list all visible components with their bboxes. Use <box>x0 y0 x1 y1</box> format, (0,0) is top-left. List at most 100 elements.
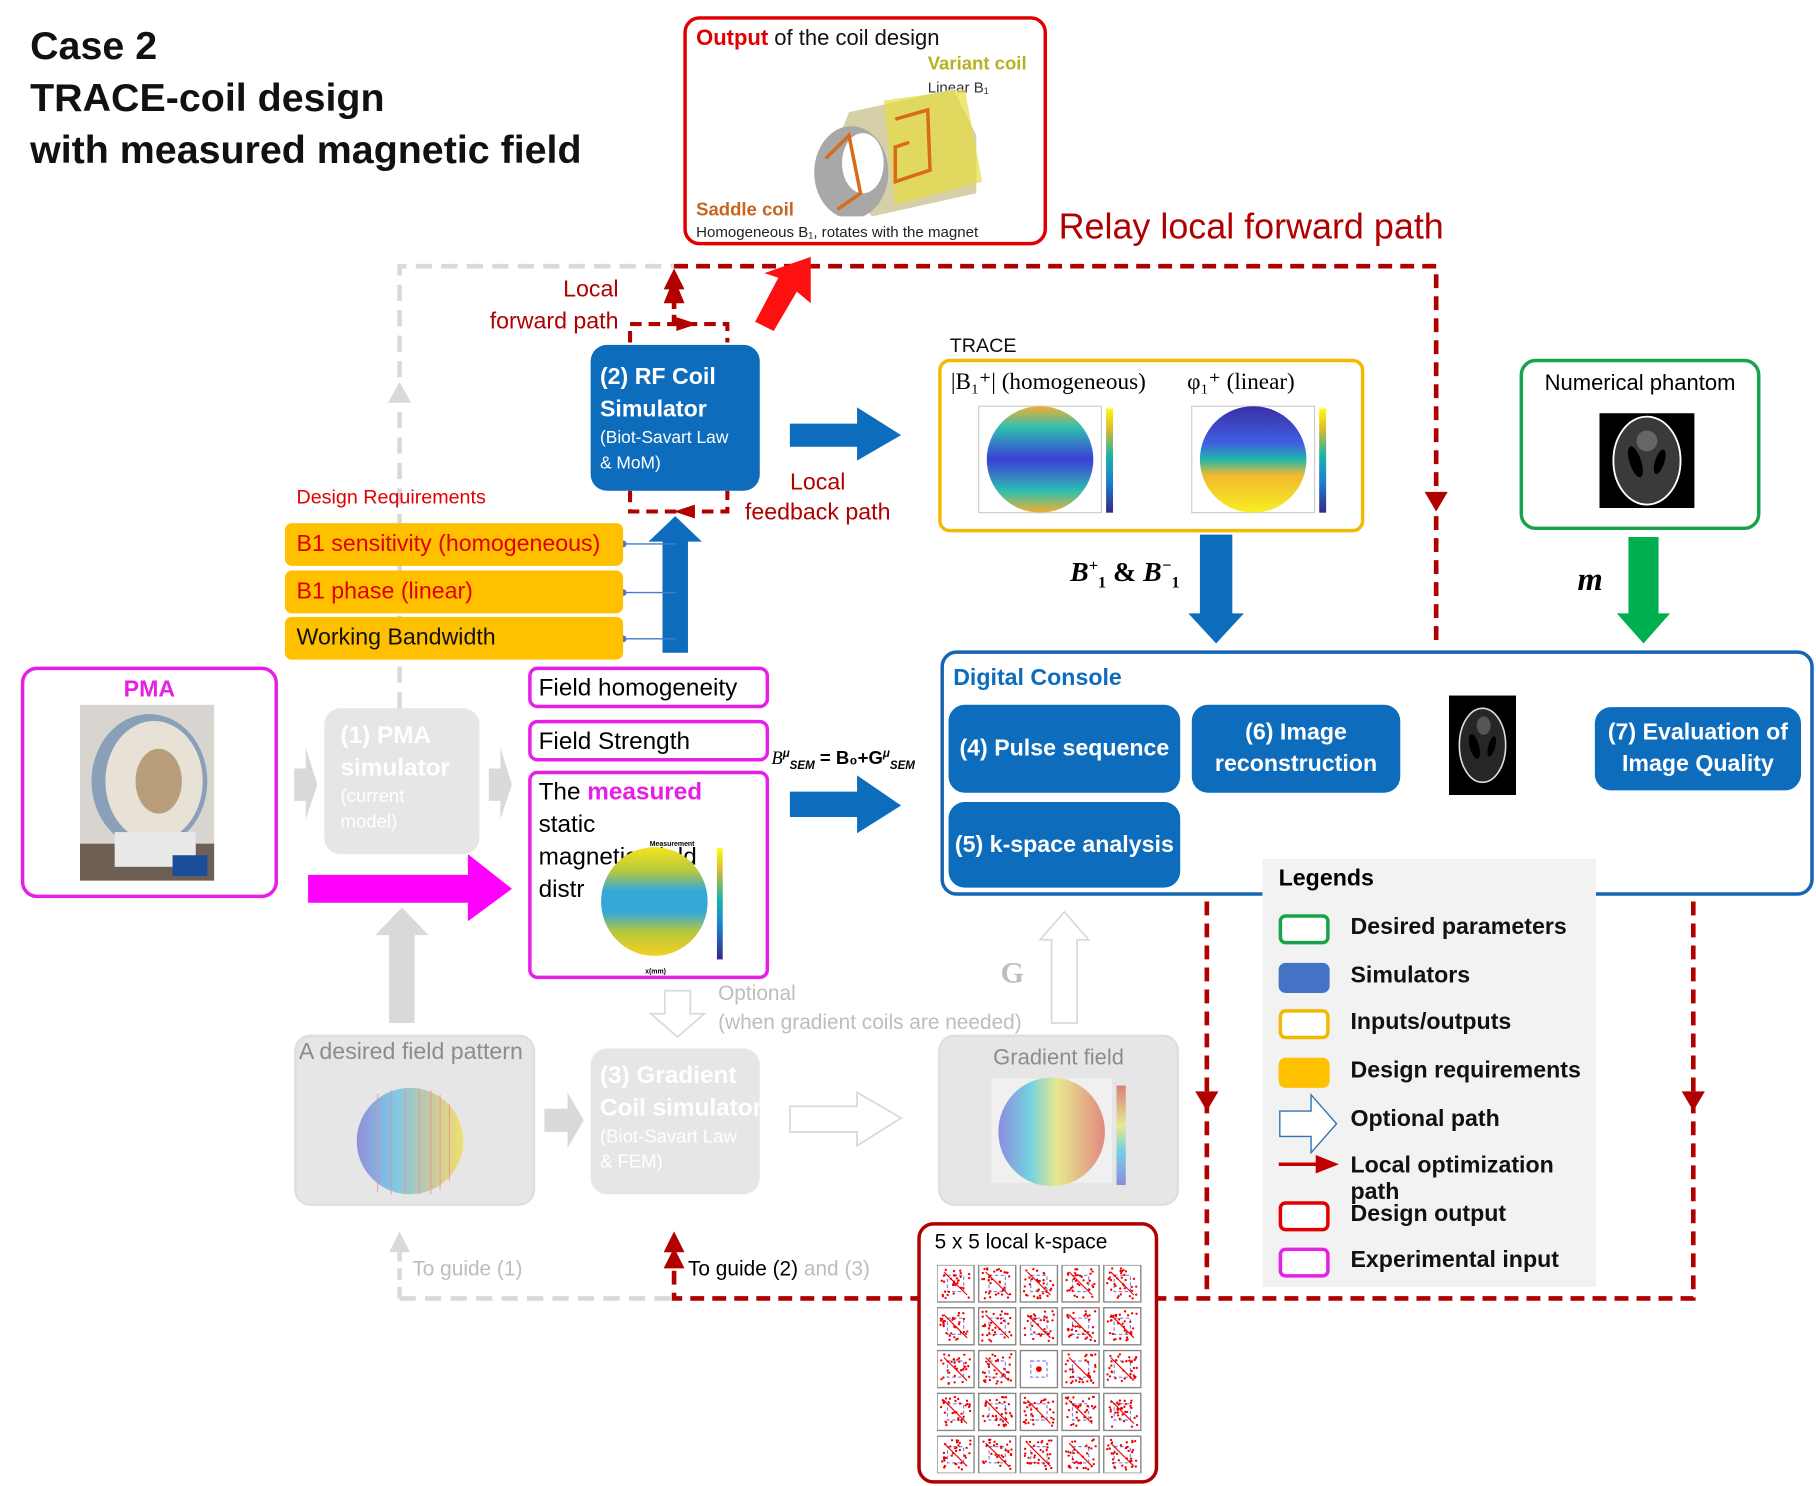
pma-to-measured-arrow <box>308 854 512 922</box>
svg-text:x(mm): x(mm) <box>645 968 666 975</box>
output-box: Output of the coil design Variant coil L… <box>683 16 1048 246</box>
image-reconstruction-button[interactable]: (6) Image reconstruction <box>1191 704 1401 793</box>
g-up-arrow <box>1038 910 1091 1024</box>
desired-field-map <box>356 1087 464 1195</box>
evaluate-image-quality-button[interactable]: (7) Evaluation of Image Quality <box>1594 707 1802 791</box>
pma-to-sim-arrow <box>294 747 318 820</box>
gradient-coil-simulator[interactable]: (3) Gradient Coil simulator (Biot-Savart… <box>590 1048 762 1195</box>
rf-coil-simulator[interactable]: (2) RF Coil Simulator (Biot-Savart Law &… <box>590 344 760 491</box>
req-b1-phase[interactable]: B1 phase (linear) <box>284 570 624 614</box>
gradient-field-map <box>998 1077 1105 1187</box>
b1-arrow-label: B+1 & B−1 <box>1070 557 1180 593</box>
variant-coil-label: Variant coil <box>927 54 1027 75</box>
kspace-cell <box>1103 1435 1142 1474</box>
trace-box: |B₁⁺| (homogeneous) φ₁⁺ (linear) <box>938 358 1365 533</box>
local-forward-arrowhead <box>663 277 685 304</box>
desired-to-grad-arrow <box>544 1092 584 1149</box>
b1-phase-title: φ₁⁺ (linear) <box>1187 369 1295 395</box>
req-to-rf-arrow <box>648 516 702 653</box>
legend-label: Optional path <box>1350 1106 1500 1132</box>
output-big-red-arrow <box>755 256 811 331</box>
legend-label: Design output <box>1350 1201 1507 1227</box>
legend-swatch-requirements <box>1278 1057 1330 1088</box>
gradient-field-plot <box>991 1077 1126 1187</box>
reconstructed-image <box>1448 695 1517 796</box>
legend-title: Legends <box>1278 865 1374 892</box>
pma-simulator[interactable]: (1) PMA simulator (current model) <box>324 708 480 855</box>
pma-box: PMA <box>20 666 278 899</box>
design-requirements-heading: Design Requirements <box>296 486 486 509</box>
legend-label: Experimental input <box>1350 1247 1559 1274</box>
legend-label: Inputs/outputs <box>1350 1009 1512 1035</box>
gradient-field-box: Gradient field <box>938 1034 1180 1206</box>
saddle-coil-sub: Homogeneous B₁, rotates with the magnet <box>696 223 979 241</box>
kspace-analysis-button[interactable]: (5) k-space analysis <box>948 802 1181 888</box>
field-to-console-arrow <box>789 775 902 834</box>
kspace-cell <box>936 1392 975 1432</box>
page-title: Case 2 TRACE-coil design with measured m… <box>30 24 582 173</box>
b1-phase-colorbar <box>1319 408 1327 513</box>
legend-swatch-desired <box>1278 914 1330 945</box>
numerical-phantom-box: Numerical phantom <box>1519 358 1761 531</box>
optional-path-icon <box>1279 1092 1338 1155</box>
trace-label: TRACE <box>949 334 1017 357</box>
field-strength-box[interactable]: Field Strength <box>528 719 770 762</box>
guide1-label: To guide (1) <box>412 1256 523 1280</box>
relay-arrowhead-down <box>1424 491 1448 512</box>
digital-console: Digital Console (4) Pulse sequence (6) I… <box>940 650 1814 896</box>
digital-console-title: Digital Console <box>953 665 1122 691</box>
optional-label: Optional (when gradient coils are needed… <box>718 981 1022 1034</box>
grey-arrowhead-up <box>387 381 412 403</box>
req-b1-sensitivity[interactable]: B1 sensitivity (homogeneous) <box>284 523 624 566</box>
measured-field-map <box>601 847 708 956</box>
local-optimization-arrow-icon <box>1278 1154 1339 1174</box>
kspace-to-box-path <box>1179 861 1210 1299</box>
guide2-label: To guide (2) and (3) <box>687 1256 870 1280</box>
sem-equation: BμSEM = B₀+GμSEM <box>771 747 915 773</box>
b1-magnitude-title: |B₁⁺| (homogeneous) <box>950 369 1146 395</box>
trace-plots <box>978 405 1327 514</box>
pma-title: PMA <box>123 677 176 703</box>
local-loop-bottom <box>628 490 730 514</box>
rf-to-trace-arrow <box>789 407 902 461</box>
phantom-title: Numerical phantom <box>1544 371 1736 396</box>
optional-down-arrow <box>648 989 707 1039</box>
legend-swatch-output <box>1278 1201 1330 1232</box>
local-feedback-label: Local feedback path <box>744 469 891 526</box>
guide1-dashed-path <box>397 263 675 709</box>
legend-panel: Legends Desired parameters Simulators In… <box>1262 858 1596 1287</box>
legend-swatch-simulators <box>1278 962 1330 993</box>
kspace-grid-title: 5 x 5 local k-space <box>934 1230 1108 1254</box>
measured-plot-title: Measurement <box>650 841 695 848</box>
gradient-field-title: Gradient field <box>993 1046 1125 1071</box>
desired-field-title: A desired field pattern <box>298 1039 523 1065</box>
measured-field-plot: Measurement x(mm) <box>601 841 723 975</box>
output-heading: Output of the coil design <box>696 26 940 51</box>
gradient-colorbar <box>1116 1085 1126 1186</box>
measured-colorbar <box>716 848 723 960</box>
relay-path-label: Relay local forward path <box>1058 205 1444 247</box>
legend-label: Simulators <box>1350 962 1471 989</box>
pulse-sequence-button[interactable]: (4) Pulse sequence <box>948 704 1181 793</box>
field-homogeneity-box[interactable]: Field homogeneity <box>528 666 770 709</box>
b1-magnitude-map <box>986 406 1094 513</box>
legend-label: Design requirements <box>1350 1057 1581 1084</box>
measured-field-box: The measured static magnetic Field distr… <box>528 770 770 980</box>
desired-to-pma-arrow <box>375 907 429 1024</box>
req-working-bandwidth[interactable]: Working Bandwidth <box>284 616 624 660</box>
kspace-grid-box: 5 x 5 local k-space <box>917 1222 1159 1484</box>
g-label: G <box>1000 955 1025 990</box>
local-forward-label: Local forward path <box>489 276 619 335</box>
b1-magnitude-colorbar <box>1106 408 1114 513</box>
desired-field-pattern-box: A desired field pattern <box>294 1034 536 1206</box>
legend-swatch-io <box>1278 1009 1330 1040</box>
m-label: m <box>1577 562 1603 599</box>
pma-photo <box>79 704 215 881</box>
coil-illustration <box>814 89 983 217</box>
legend-swatch-experimental <box>1278 1247 1330 1278</box>
phantom-image <box>1599 413 1695 509</box>
grad-to-field-arrow <box>789 1090 903 1148</box>
sim-to-field-arrow <box>488 747 512 820</box>
